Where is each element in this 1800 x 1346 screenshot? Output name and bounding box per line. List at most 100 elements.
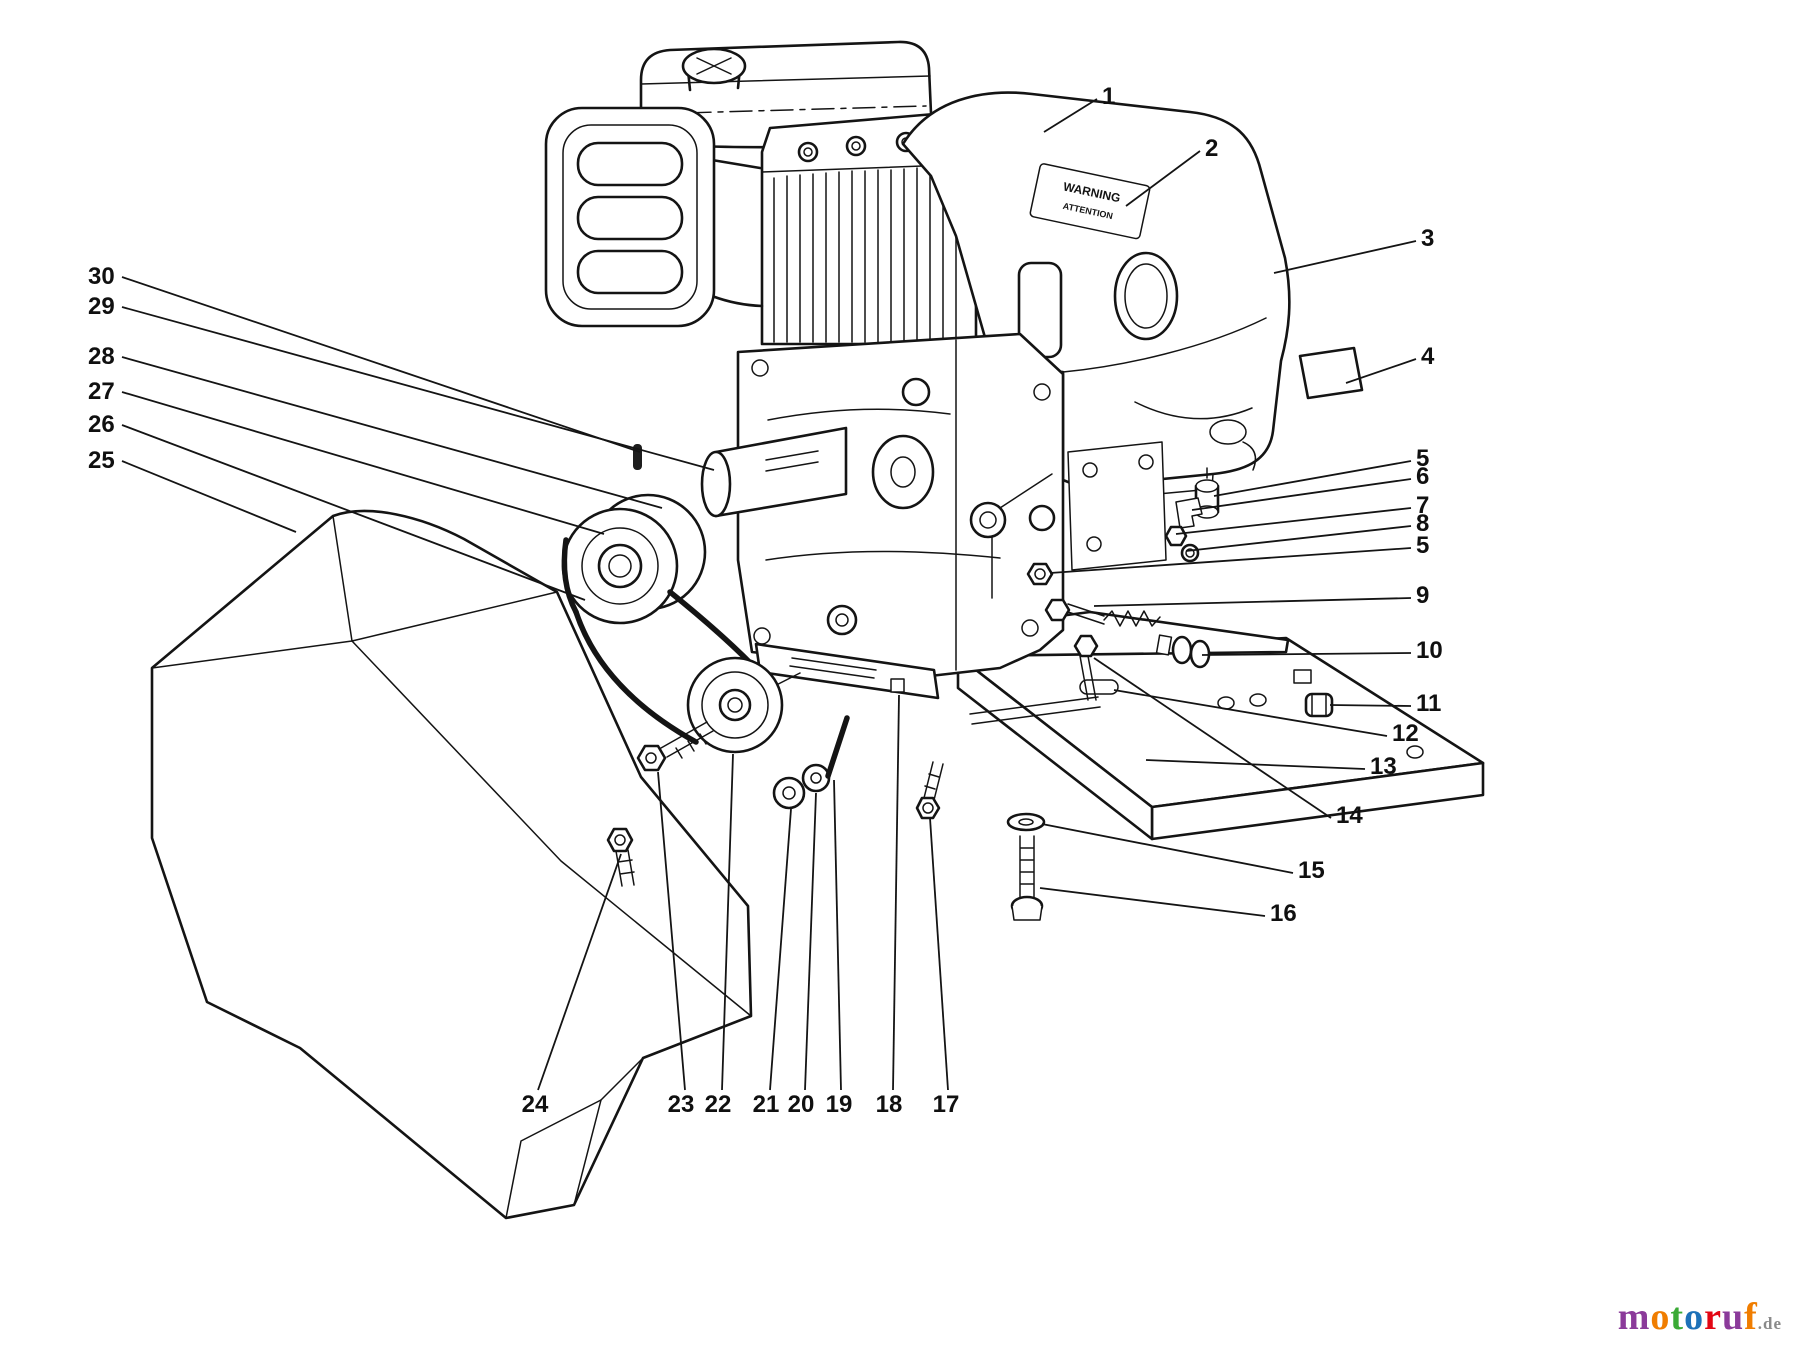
callout-3: 3 <box>1421 225 1434 252</box>
blower-housing: WARNING ATTENTION <box>901 91 1291 502</box>
callout-4: 4 <box>1421 343 1435 370</box>
mount-bolt <box>1073 634 1099 701</box>
warning-label: WARNING ATTENTION <box>1029 163 1151 240</box>
watermark: motoruf.de <box>1618 1298 1782 1336</box>
callout-20: 20 <box>788 1091 815 1118</box>
leader-line-24 <box>537 853 622 1091</box>
callout-29: 29 <box>88 293 115 320</box>
callout-2: 2 <box>1205 135 1218 162</box>
guard-bolt <box>606 827 635 887</box>
watermark-letter: o <box>1650 1296 1671 1338</box>
leader-line-21 <box>769 808 792 1091</box>
leader-line-29 <box>121 306 715 471</box>
leader-line-13 <box>1145 759 1366 770</box>
leader-line-9 <box>1093 597 1412 607</box>
watermark-letter: f <box>1744 1296 1758 1338</box>
callout-17: 17 <box>933 1091 960 1118</box>
drive-pulley <box>561 493 707 625</box>
callout-10: 10 <box>1416 637 1443 664</box>
leader-line-5 <box>1213 460 1412 497</box>
leader-line-15 <box>1041 823 1294 874</box>
muffler <box>544 106 764 328</box>
leader-line-27 <box>121 391 605 535</box>
washers <box>772 763 831 810</box>
plate-slot <box>1079 679 1119 695</box>
leader-line-26 <box>121 424 586 601</box>
callout-7: 7 <box>1416 492 1429 519</box>
callout-8: 8 <box>1416 510 1429 537</box>
callout-11: 11 <box>1416 690 1441 717</box>
callout-9: 9 <box>1416 582 1429 609</box>
belt-guide-rod <box>825 715 850 779</box>
leader-line-20 <box>804 792 817 1091</box>
callout-22: 22 <box>705 1091 732 1118</box>
leader-line-30 <box>121 276 641 453</box>
leader-line-1 <box>1043 98 1098 133</box>
callout-layer: 1234567859101112131415161718192021222324… <box>88 83 1443 1118</box>
callout-21: 21 <box>753 1091 780 1118</box>
leader-line-6 <box>1191 478 1412 511</box>
watermark-letter: o <box>1684 1296 1705 1338</box>
leader-line-23 <box>657 771 686 1091</box>
leader-line-25 <box>121 460 297 533</box>
watermark-letter: t <box>1670 1296 1685 1338</box>
callout-27: 27 <box>88 378 115 405</box>
leader-line-2 <box>1125 150 1201 207</box>
flat-washer <box>1006 812 1046 832</box>
leader-line-28 <box>121 356 663 509</box>
recoil-detail <box>1134 401 1257 471</box>
callout-6: 6 <box>1416 463 1429 490</box>
elbow-fitting <box>1175 497 1203 529</box>
leader-line-8 <box>1185 525 1412 552</box>
callout-28: 28 <box>88 343 115 370</box>
callout-25: 25 <box>88 447 115 474</box>
crankcase <box>736 332 1065 678</box>
watermark-letter: r <box>1704 1296 1722 1338</box>
leader-line-16 <box>1039 887 1266 917</box>
hex-nut-5-center <box>1034 568 1046 580</box>
spacer <box>1171 635 1211 669</box>
leader-line-5 <box>1049 547 1412 574</box>
idler-bracket <box>754 642 940 700</box>
callout-13: 13 <box>1370 753 1397 780</box>
callout-23: 23 <box>668 1091 695 1118</box>
callout-18: 18 <box>876 1091 903 1118</box>
leader-line-14 <box>1093 657 1332 819</box>
callout-5: 5 <box>1416 532 1429 559</box>
callout-12: 12 <box>1392 720 1419 747</box>
callout-1: 1 <box>1102 83 1115 110</box>
leader-line-10 <box>1201 652 1412 656</box>
callout-5: 5 <box>1416 445 1429 472</box>
watermark-letter: m <box>1617 1296 1651 1338</box>
belt-guard <box>150 509 753 1220</box>
leader-line-18 <box>892 694 900 1091</box>
plate-bolt <box>915 761 944 820</box>
base-plate <box>956 636 1485 841</box>
callout-19: 19 <box>826 1091 853 1118</box>
idler-spring-bolt <box>1044 598 1173 656</box>
clip-nut <box>1304 692 1334 718</box>
leader-line-19 <box>833 779 842 1091</box>
callout-16: 16 <box>1270 900 1297 927</box>
watermark-letter: u <box>1721 1296 1745 1338</box>
leader-line-17 <box>929 817 949 1091</box>
callout-26: 26 <box>88 411 115 438</box>
callout-15: 15 <box>1298 857 1325 884</box>
watermark-suffix: .de <box>1757 1314 1782 1333</box>
fuel-cap <box>681 47 747 92</box>
leader-line-3 <box>1273 240 1417 274</box>
leader-line-12 <box>1113 689 1388 737</box>
callout-24: 24 <box>522 1091 549 1118</box>
carriage-bolt <box>1010 835 1044 921</box>
leader-line-7 <box>1175 507 1412 535</box>
leader-line-11 <box>1329 704 1412 707</box>
leader-line-4 <box>1345 358 1417 384</box>
idler-bolt <box>636 721 714 772</box>
leader-line-22 <box>721 753 734 1091</box>
idler-pulley <box>686 656 784 754</box>
callout-14: 14 <box>1336 802 1363 829</box>
fuel-fitting <box>1194 467 1220 519</box>
callout-30: 30 <box>88 263 115 290</box>
